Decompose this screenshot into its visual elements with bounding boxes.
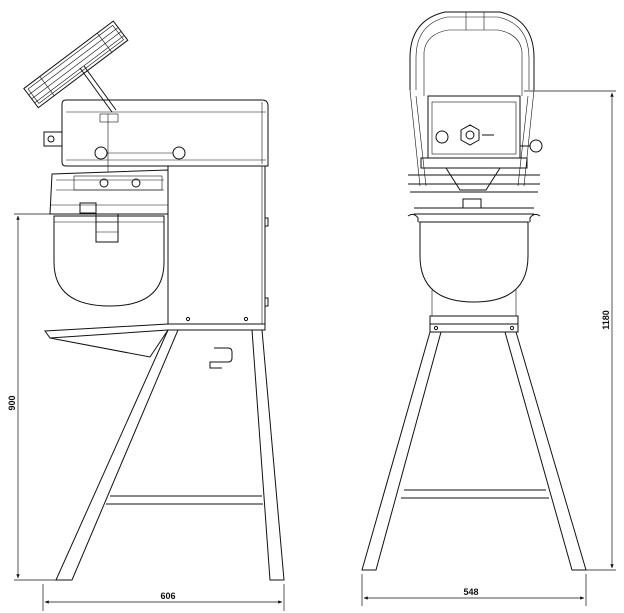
front-stand (361, 331, 587, 571)
dimension-height-1180: 1180 (524, 90, 616, 571)
front-base (429, 315, 519, 333)
dimension-height-900: 900 (7, 213, 56, 581)
safety-guard-tilted (23, 20, 129, 109)
mixer-column (167, 165, 269, 325)
stand (55, 329, 285, 581)
front-splash-guard (408, 167, 540, 209)
front-head (420, 95, 543, 169)
control-knob-2 (172, 146, 186, 160)
guard-arm (79, 67, 113, 113)
front-view: 1180 548 (361, 11, 616, 606)
front-bowl-arm (407, 207, 541, 223)
bowl-arm (49, 169, 169, 243)
dimension-width-606: 606 (42, 584, 285, 611)
height-1180-label: 1180 (601, 310, 611, 330)
bowl (53, 215, 165, 307)
rear-knob (43, 131, 63, 147)
front-bowl (419, 221, 529, 316)
front-left-leg (361, 331, 442, 571)
base-plate (44, 323, 266, 369)
width-606-label: 606 (160, 591, 175, 601)
front-right-leg (504, 331, 587, 571)
dimension-width-548: 548 (361, 574, 587, 606)
mixer-head (43, 99, 269, 172)
rear-leg (251, 329, 285, 581)
front-leg (55, 329, 179, 581)
side-view: 900 606 (7, 20, 285, 611)
safety-guard-front (409, 11, 535, 187)
height-900-label: 900 (7, 395, 17, 410)
side-knob (529, 139, 543, 153)
width-548-label: 548 (463, 587, 478, 597)
tool-shaft (95, 213, 119, 243)
control-knob (94, 146, 108, 160)
